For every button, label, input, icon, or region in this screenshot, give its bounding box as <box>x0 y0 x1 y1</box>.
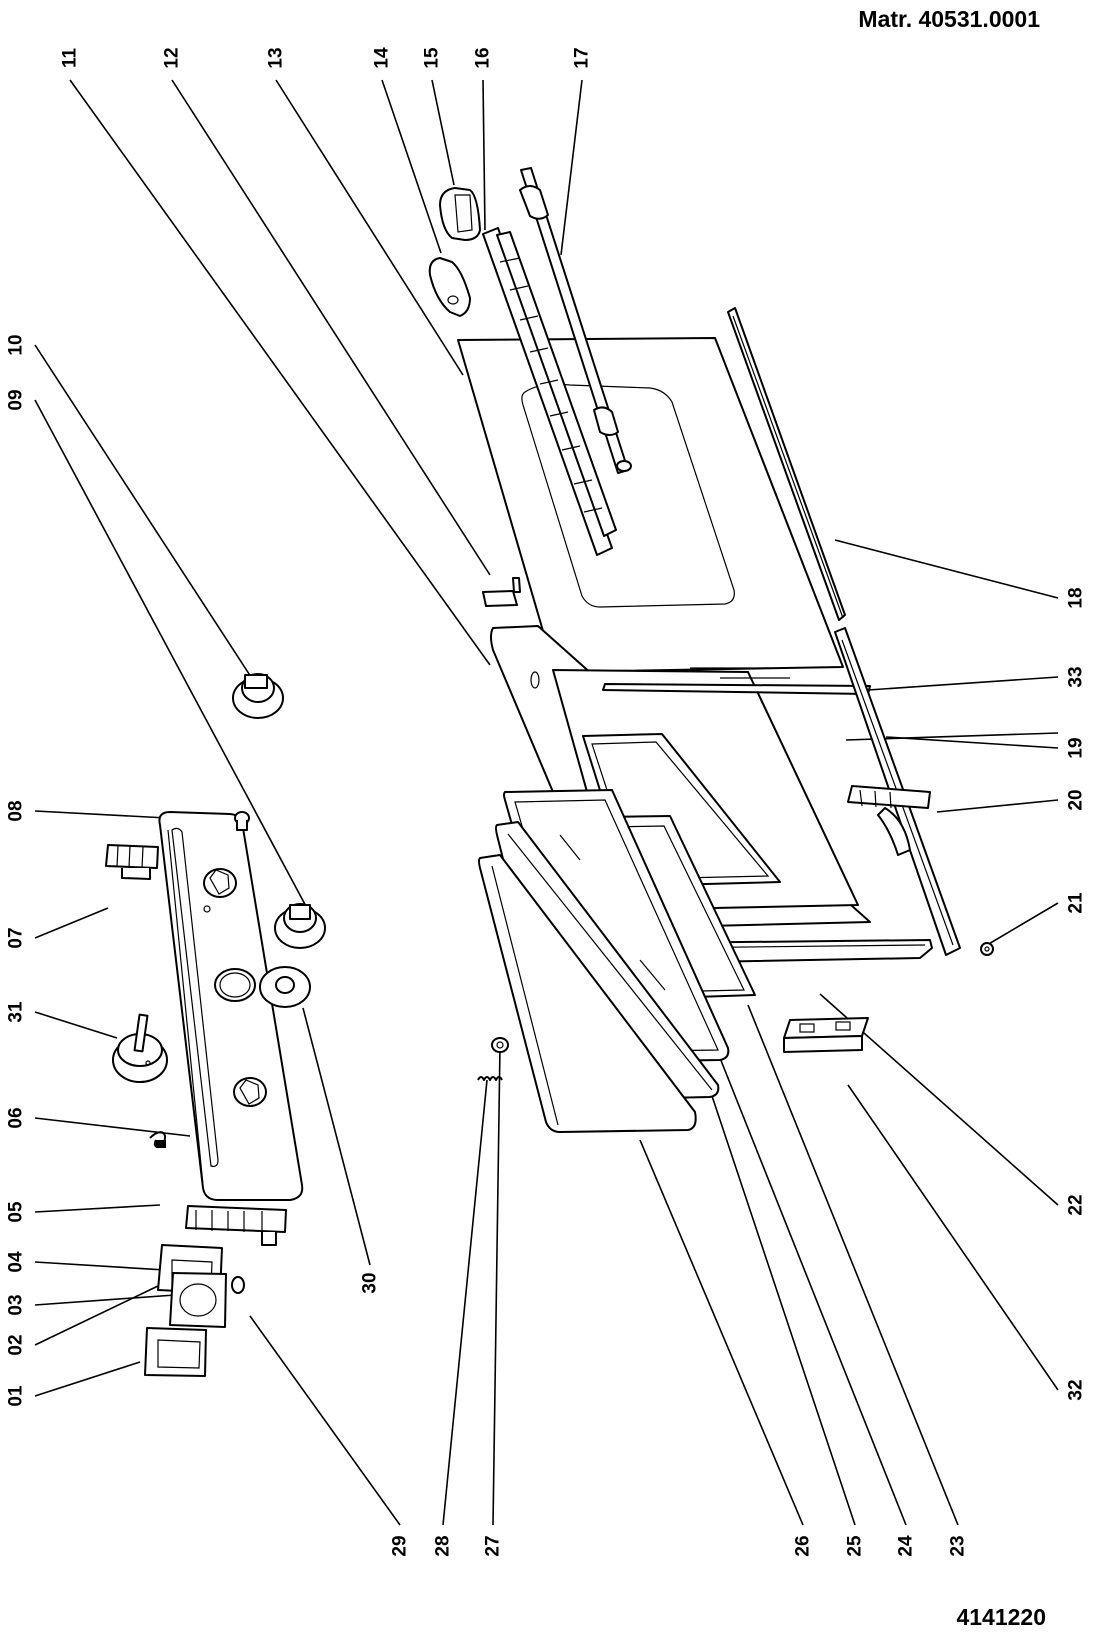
callout-08: 08 <box>6 800 27 821</box>
part-08-pin <box>234 811 250 831</box>
callout-09: 09 <box>6 389 27 410</box>
callout-13: 13 <box>266 47 287 68</box>
callout-16: 16 <box>473 47 494 68</box>
part-06-control-panel <box>158 811 304 1201</box>
callout-05: 05 <box>6 1201 27 1223</box>
callout-24: 24 <box>896 1535 917 1557</box>
part-21-screw <box>980 942 994 956</box>
callout-04: 04 <box>6 1251 27 1273</box>
part-13-outer-door-panel <box>457 337 844 673</box>
callout-25: 25 <box>845 1535 866 1557</box>
part-16-handle-support <box>482 227 617 556</box>
callout-11: 11 <box>60 48 81 69</box>
drawing-code: 4141220 <box>956 1604 1046 1630</box>
part-30-ring <box>259 966 311 1008</box>
callout-12: 12 <box>162 47 183 68</box>
part-17-door-handle <box>519 167 632 474</box>
part-18-side-strip <box>727 307 846 621</box>
callout-23: 23 <box>948 1535 969 1556</box>
part-07-connector-block <box>105 844 159 880</box>
part-12-clip <box>482 577 521 607</box>
part-04-connector-block <box>185 1205 287 1246</box>
callout-30: 30 <box>360 1272 381 1293</box>
leader-lines <box>34 79 1059 1526</box>
callout-02: 02 <box>6 1334 27 1355</box>
callout-32: 32 <box>1066 1379 1087 1400</box>
callout-29: 29 <box>390 1535 411 1556</box>
part-15-handle-end-cap <box>439 187 481 241</box>
callout-15: 15 <box>422 47 443 69</box>
part-26-outer-glass-panel <box>478 854 697 1133</box>
callout-07: 07 <box>6 927 27 948</box>
callout-27: 27 <box>483 1535 504 1556</box>
callout-26: 26 <box>793 1535 814 1556</box>
part-09-knob <box>274 903 326 949</box>
callout-10: 10 <box>6 334 27 355</box>
callout-22: 22 <box>1066 1194 1087 1215</box>
callout-17: 17 <box>572 47 593 68</box>
part-05-spring-clip <box>149 1131 166 1148</box>
callout-33: 33 <box>1066 666 1087 687</box>
callout-19: 19 <box>1066 737 1087 758</box>
part-14-handle-bracket <box>428 257 471 317</box>
part-20-hinge <box>847 785 931 856</box>
callout-18: 18 <box>1066 587 1087 608</box>
part-29-pin <box>231 1276 245 1294</box>
callout-20: 20 <box>1066 789 1087 810</box>
part-03-switch-plate <box>169 1272 227 1328</box>
callout-14: 14 <box>372 47 393 69</box>
callout-03: 03 <box>6 1294 27 1315</box>
matr-number: Matr. 40531.0001 <box>858 6 1040 32</box>
callout-21: 21 <box>1066 892 1087 914</box>
callout-31: 31 <box>6 1001 27 1023</box>
part-01-bracket <box>144 1327 207 1377</box>
callout-28: 28 <box>433 1535 454 1556</box>
callout-01: 01 <box>6 1385 27 1407</box>
part-33-rod <box>602 683 871 695</box>
part-27-washer <box>491 1037 509 1053</box>
part-28-spring <box>477 1076 503 1081</box>
callout-06: 06 <box>6 1107 27 1128</box>
part-10-knob <box>232 673 284 719</box>
part-32-hinge-block <box>783 1017 869 1053</box>
part-31-thermostat-knob <box>112 1013 168 1083</box>
callout-labels: 01 02 03 04 05 06 07 08 09 10 11 12 13 1… <box>6 47 1087 1557</box>
